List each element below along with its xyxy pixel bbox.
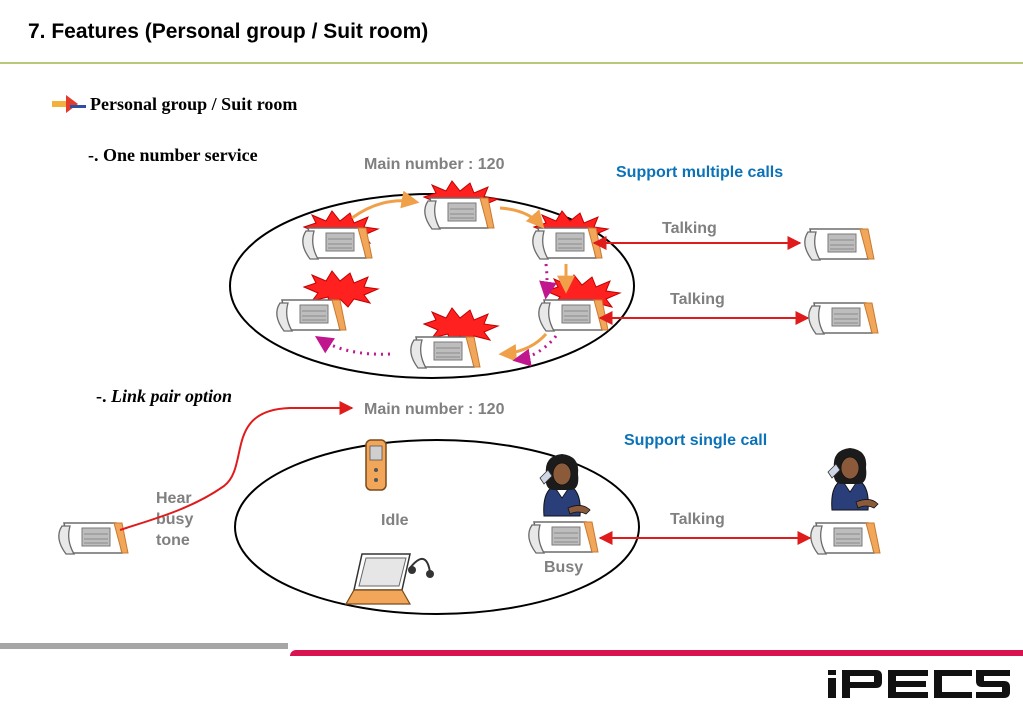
talking-label-1: Talking — [662, 220, 717, 237]
ipecs-logo — [828, 670, 1010, 698]
support-single-call-label: Support single call — [624, 432, 768, 449]
hear-busy-tone-line-1: Hear — [156, 490, 192, 507]
talking-label-3: Talking — [670, 511, 725, 528]
caller-phone-icon — [58, 522, 129, 555]
transfer-dotted-arrow — [539, 263, 557, 300]
idle-label: Idle — [381, 512, 409, 529]
hear-busy-tone-line-3: tone — [156, 532, 190, 549]
hunt-arrow — [499, 206, 545, 229]
footer-bar-red — [290, 650, 1023, 656]
group-phone-icon — [424, 197, 495, 230]
group-phone-icon — [532, 227, 603, 260]
main-number-label-top: Main number : 120 — [364, 156, 505, 173]
external-phone-icon — [808, 302, 879, 335]
bullet-arrow-icon — [52, 95, 86, 113]
title-divider — [0, 62, 1023, 64]
external-phone-icon — [804, 228, 875, 261]
transfer-dotted-arrow — [512, 335, 558, 367]
transfer-dotted-arrow — [314, 336, 391, 356]
hunt-arrow — [498, 332, 548, 362]
link-pair-text: Link pair option — [111, 386, 233, 406]
one-number-service-label: -. One number service — [88, 145, 258, 165]
person-on-phone-icon — [539, 453, 591, 517]
main-number-label-bottom: Main number : 120 — [364, 401, 505, 418]
group-phone-icon — [538, 299, 609, 332]
group-phone-icon — [276, 299, 347, 332]
busy-label: Busy — [544, 559, 584, 576]
talking-label-2: Talking — [670, 291, 725, 308]
footer-bar-gray — [0, 643, 288, 649]
page-title: 7. Features (Personal group / Suit room) — [28, 20, 429, 43]
group-phone-icon — [410, 336, 481, 369]
support-multiple-calls-label: Support multiple calls — [616, 164, 784, 181]
group-phone-icon — [302, 227, 373, 260]
call-to-main-number-arrow — [119, 401, 354, 531]
link-pair-dash: -. — [96, 386, 111, 406]
person-on-phone-icon — [827, 447, 879, 511]
group-ring-bottom — [234, 439, 640, 615]
external-phone-icon — [810, 522, 881, 555]
busy-phone-icon — [528, 521, 599, 554]
mobile-phone-icon — [365, 439, 387, 491]
section-title: Personal group / Suit room — [90, 94, 298, 114]
laptop-softphone-icon — [344, 553, 434, 605]
link-pair-option-label: -. Link pair option — [96, 386, 232, 407]
hunt-arrow — [351, 190, 420, 220]
